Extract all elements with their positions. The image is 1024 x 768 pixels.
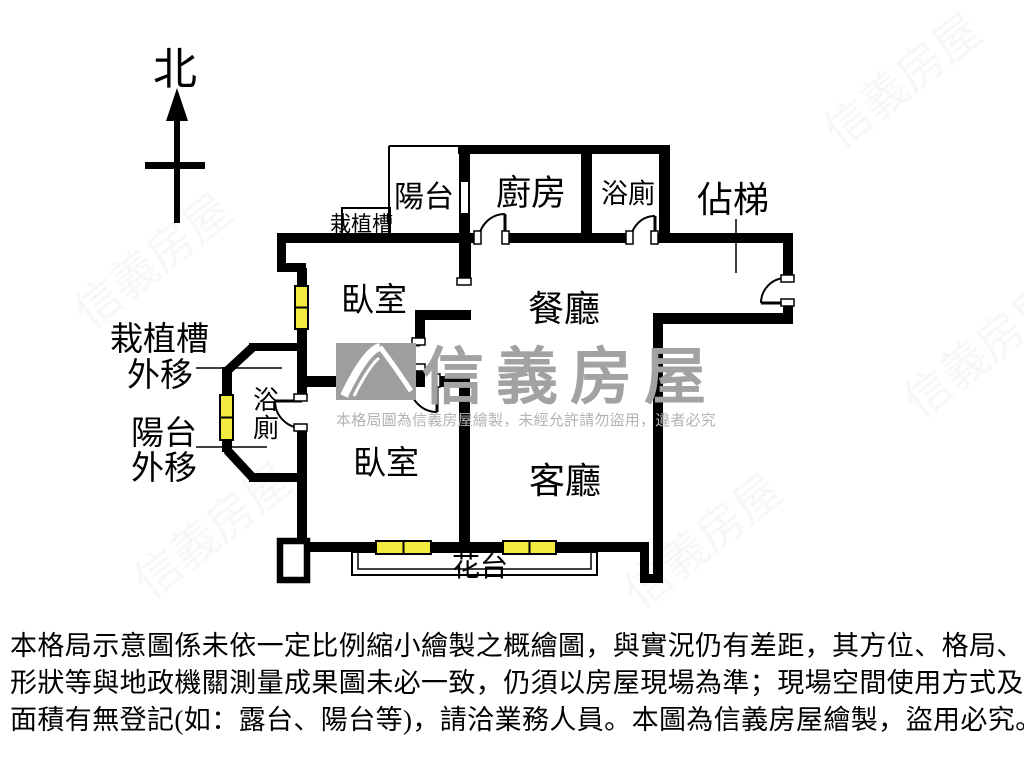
flower-bed-outline-inner <box>357 552 592 570</box>
wall-segment <box>459 238 471 285</box>
room-label-bedroom2: 臥室 <box>353 445 419 482</box>
wall-segment <box>459 212 470 243</box>
wall-segment <box>223 446 257 482</box>
flower-bed-outline <box>351 551 598 576</box>
wall-segment <box>249 343 304 351</box>
north-label: 北 <box>153 45 197 94</box>
room-label-dining: 餐廳 <box>528 289 600 329</box>
planter-box <box>341 207 391 236</box>
door-jamb <box>293 393 308 402</box>
wall-segment <box>656 233 793 243</box>
light-structures <box>276 145 598 584</box>
room-label-kitchen: 廚房 <box>496 174 566 213</box>
room-label-bedroom1: 臥室 <box>341 282 407 319</box>
wall-segment <box>277 233 480 243</box>
wall-segment <box>458 145 670 154</box>
room-label-stairwell: 佔梯 <box>697 180 769 220</box>
brand-watermark: 信義房屋 本格局圖為信義房屋繪製，未經允許請勿盜用，違者必究 <box>336 343 718 429</box>
wall-segment <box>640 574 663 583</box>
wall-segment <box>222 438 232 452</box>
walls <box>222 145 793 583</box>
door-jamb <box>432 373 441 388</box>
room-label-planter-top: 栽植槽 <box>330 212 393 236</box>
door-jamb <box>780 274 795 283</box>
wall-segment <box>297 268 307 290</box>
door-arc-kitchen <box>478 213 506 241</box>
room-label-balcony-top: 陽台 <box>394 181 454 214</box>
disclaimer-line: 本格局示意圖係未依一定比例縮小繪製之概繪圖，與實況仍有差距，其方位、格局、 <box>10 631 1024 661</box>
wall-segment <box>653 313 793 324</box>
wall-segment <box>459 145 470 183</box>
corner-pier <box>276 537 311 584</box>
side-annotations: 栽植槽 外移 陽台 外移 <box>110 321 209 487</box>
wall-segment <box>505 233 633 243</box>
annotation-balcony-moved-line1: 陽台 <box>131 415 197 452</box>
annotation-planter-moved-line1: 栽植槽 <box>110 321 209 358</box>
room-label-flower-bed: 花台 <box>452 551 508 583</box>
background-watermark-tile: 信義房屋 <box>895 274 1024 427</box>
room-label-bathroom-side-2: 廁 <box>253 414 279 443</box>
background-watermark-tile: 信義房屋 <box>815 4 991 157</box>
wall-segment <box>297 427 307 547</box>
room-labels: 陽台 廚房 浴廁 佔梯 栽植槽 臥室 餐廳 浴 廁 臥室 客廳 花台 <box>253 174 769 583</box>
watermark-brand-text: 信義房屋 <box>422 343 718 412</box>
wall-segment <box>459 377 470 552</box>
wall-segment <box>297 327 307 400</box>
north-compass: 北 <box>145 45 205 223</box>
windows <box>219 285 557 555</box>
door-jamb <box>501 230 510 245</box>
background-watermark-tile: 信義房屋 <box>65 184 241 337</box>
wall-segment <box>783 238 793 282</box>
sinyi-logo-roof <box>378 345 414 393</box>
disclaimer-line: 面積有無登記(如：露台、陽台等)，請洽業務人員。本圖為信義房屋繪製，盜用必究。 <box>10 705 1024 735</box>
kitchen-wall-window <box>459 180 470 215</box>
wall-segment <box>437 376 470 387</box>
wall-segment <box>249 473 304 482</box>
annotation-planter-moved-line2: 外移 <box>127 357 193 394</box>
door-jamb <box>293 423 308 432</box>
door-jamb <box>411 337 426 346</box>
wall-segment <box>640 547 649 583</box>
disclaimer-block: 本格局示意圖係未依一定比例縮小繪製之概繪圖，與實況仍有差距，其方位、格局、 形狀… <box>10 628 1024 739</box>
room-label-bathroom-top: 浴廁 <box>601 179 655 209</box>
compass-crossbar <box>145 162 205 169</box>
room-label-living: 客廳 <box>529 461 601 501</box>
door-jamb <box>456 277 472 286</box>
door-jamb <box>473 230 482 245</box>
wall-segment <box>277 263 306 272</box>
watermark-notice-text: 本格局圖為信義房屋繪製，未經允許請勿盜用，違者必究 <box>336 411 716 429</box>
background-watermark-tile: 信義房屋 <box>615 464 791 617</box>
wall-segment <box>415 310 471 320</box>
room-label-bathroom-side-1: 浴 <box>253 386 279 415</box>
wall-segment <box>277 238 286 268</box>
wall-segment <box>222 367 232 399</box>
compass-arrow-head <box>166 88 188 121</box>
wall-segment <box>415 370 425 387</box>
wall-segment <box>415 315 425 345</box>
wall-segment <box>783 302 793 318</box>
sinyi-logo-roof <box>340 343 382 398</box>
door-jamb <box>780 298 795 307</box>
disclaimer-line: 形狀等與地政機關測量成果圖未必一致，仍須以房屋現場為準；現場空間使用方式及 <box>10 668 1024 698</box>
wall-segment <box>659 145 670 243</box>
annotation-balcony-moved-line2: 外移 <box>131 450 197 487</box>
sinyi-logo-roof <box>352 356 380 397</box>
wall-segment <box>653 313 663 583</box>
door-jamb <box>650 230 659 245</box>
wall-segment <box>581 148 592 238</box>
door-jamb <box>625 230 634 245</box>
leader-lines <box>196 219 737 448</box>
